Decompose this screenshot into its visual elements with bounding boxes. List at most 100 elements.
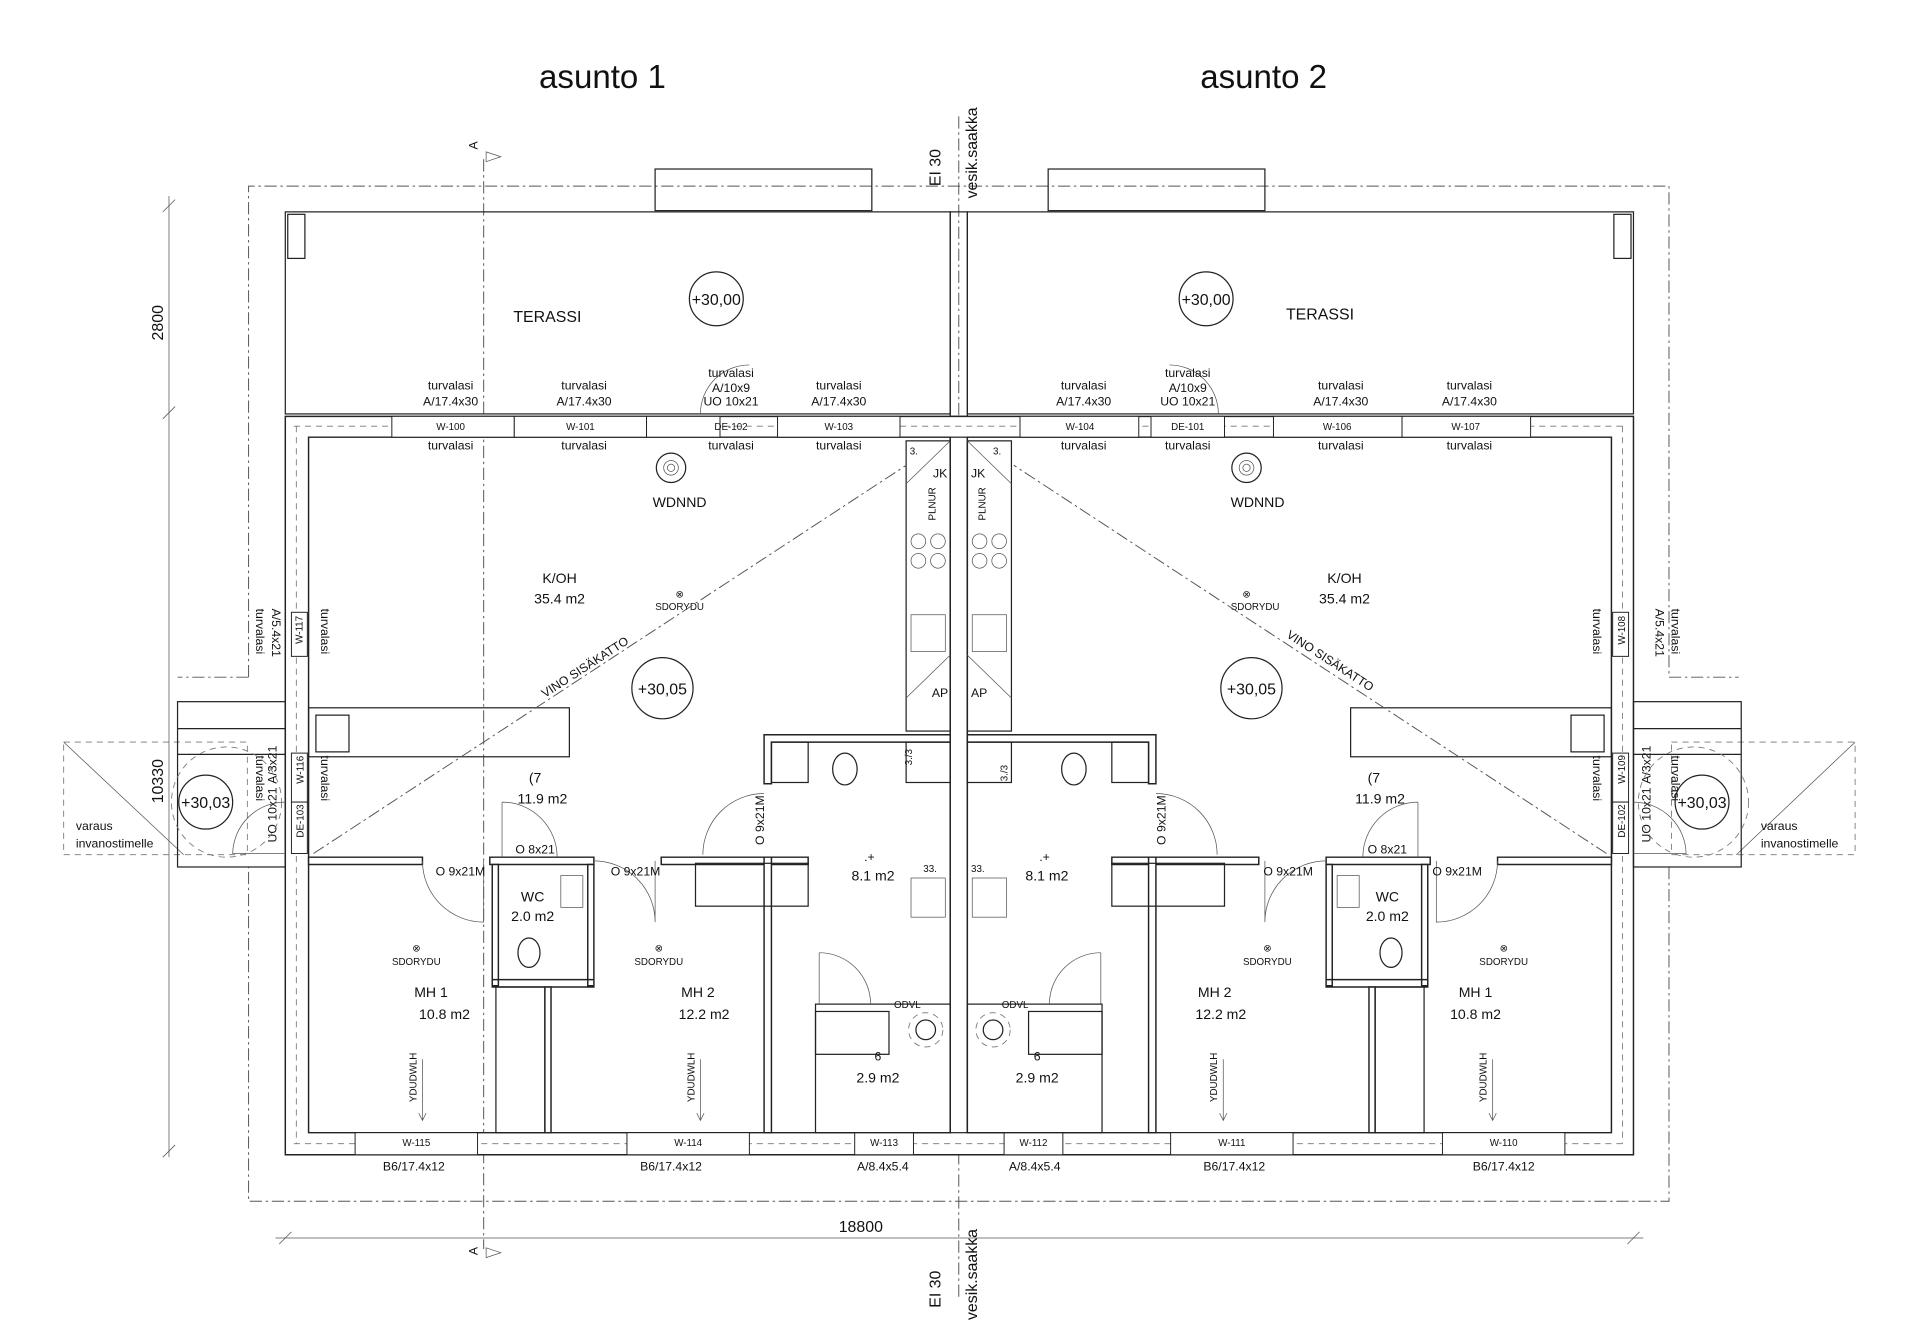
section-marker-bottom: A	[467, 1246, 481, 1255]
fireplace-icon	[655, 452, 1262, 484]
window-note: turvalasi	[1668, 609, 1682, 655]
sloped-ceiling-label-2: VINO SISÄKATTO	[1284, 628, 1376, 695]
section-arrow-icon	[485, 151, 502, 163]
lift-note-2: invanostimelle	[76, 836, 154, 850]
window-spec: A/10x9	[1169, 381, 1207, 395]
window-spec: A/17.4x30	[1056, 394, 1111, 408]
window-note: turvalasi	[1668, 756, 1682, 802]
level-marker	[1220, 656, 1283, 720]
smoke-detector-icon: ⊗	[1242, 590, 1250, 601]
window-spec: B6/17.4x12	[383, 1160, 445, 1174]
party-wall-top-label2: vesik.saakka	[964, 107, 981, 198]
window-spec: B6/17.4x12	[1473, 1160, 1535, 1174]
level-marker	[1674, 774, 1730, 830]
window-spec: A/8.4x5.4	[857, 1160, 909, 1174]
level-marker	[1178, 271, 1234, 327]
shower-label: 3./3	[904, 748, 915, 765]
door-id: DE-103	[296, 804, 307, 838]
room-name-mh1-1: MH 1	[414, 984, 448, 1000]
window-note: turvalasi	[708, 438, 754, 452]
room-name-living-1: K/OH	[542, 570, 576, 586]
door-label: O 8x21	[515, 843, 555, 857]
detector-label: SDORYDU	[1479, 957, 1528, 968]
window-id: W-101	[566, 422, 595, 433]
title-asunto-2: asunto 2	[1200, 59, 1327, 96]
section-marker-top: A	[467, 140, 481, 149]
door-label: O 9x21M	[1155, 795, 1169, 845]
room-area-mh1-1: 10.8 m2	[419, 1006, 470, 1022]
terrace-label-1: TERASSI	[513, 309, 581, 326]
window-note: turvalasi	[428, 378, 474, 392]
party-wall-top-label: EI 30	[927, 149, 944, 186]
utility-label: ODVL	[1002, 1000, 1029, 1011]
window-spec: A/17.4x30	[1442, 394, 1497, 408]
terrace-level-1: +30,00	[692, 292, 741, 309]
vent-label: YDUDWLH	[686, 1053, 697, 1102]
window-spec: A/3x21	[1640, 745, 1654, 783]
window-id: W-111	[1218, 1138, 1245, 1149]
window-note: turvalasi	[561, 438, 607, 452]
floor-drain-icon	[908, 1012, 1011, 1048]
detector-label: SDORYDU	[1231, 602, 1280, 613]
dimension-2800: 2800	[150, 305, 167, 341]
window-id: W-103	[824, 422, 853, 433]
door-id: DE-102	[1617, 804, 1628, 837]
kitchen-number: 3.	[993, 446, 1001, 457]
window-spec: A/17.4x30	[423, 394, 478, 408]
window-id: W-100	[436, 422, 465, 433]
utility-label: ODVL	[894, 1000, 921, 1011]
window-note: turvalasi	[428, 438, 474, 452]
room-name-wc-1: WC	[521, 888, 544, 904]
door-spec: UO 10x21	[266, 787, 280, 842]
window-id: W-107	[1451, 422, 1480, 433]
room-area-wc-2: 2.0 m2	[1366, 908, 1409, 924]
smoke-detector-icon: ⊗	[675, 590, 683, 601]
living-level-2: +30,05	[1227, 681, 1276, 698]
window-note: turvalasi	[253, 609, 267, 655]
entry-porch	[171, 701, 1750, 868]
window-spec: A/8.4x5.4	[1009, 1160, 1061, 1174]
detector-label: SDORYDU	[634, 957, 683, 968]
title-asunto-1: asunto 1	[539, 59, 666, 96]
window-id: W-116	[296, 755, 307, 783]
roof-outline	[63, 168, 1856, 1202]
door-label: O 8x21	[1368, 843, 1408, 857]
bath-number: 33.	[971, 864, 985, 875]
door-label: O 9x21M	[1432, 865, 1482, 879]
window-spec: A/17.4x30	[557, 394, 612, 408]
side-openings	[290, 611, 1630, 854]
dimension-lines	[162, 195, 1644, 1245]
window-note: turvalasi	[1318, 438, 1364, 452]
window-id: W-109	[1617, 755, 1628, 784]
window-labels-unit-2: turvalasi A/17.4x30 W-104 turvalasi turv…	[1056, 366, 1497, 452]
window-id: W-112	[1020, 1138, 1048, 1149]
top-windows	[391, 364, 1532, 438]
window-note: turvalasi	[318, 609, 332, 655]
window-note: turvalasi	[561, 378, 607, 392]
room-name-mh1-2: MH 1	[1459, 984, 1493, 1000]
dimension-18800: 18800	[839, 1219, 883, 1236]
detector-label: SDORYDU	[1243, 957, 1292, 968]
lift-note-1: varaus	[1761, 819, 1798, 833]
kitchen-plnur: PLNUR	[978, 487, 989, 520]
vent-label: YDUDWLH	[1479, 1053, 1490, 1102]
window-id: W-108	[1617, 615, 1628, 644]
lift-note-2: invanostimelle	[1761, 836, 1839, 850]
door-swings	[422, 793, 1498, 1005]
vent-label: YDUDWLH	[1209, 1053, 1220, 1102]
door-label: O 9x21M	[753, 795, 767, 845]
kitchen-plnur: PLNUR	[928, 487, 939, 520]
window-note: turvalasi	[253, 756, 267, 802]
window-note: turvalasi	[708, 366, 754, 380]
dimension-10330: 10330	[150, 759, 167, 803]
door-spec: UO 10x21	[703, 394, 758, 408]
room-name-utility-1: 6	[875, 1049, 882, 1063]
window-note: turvalasi	[1318, 378, 1364, 392]
smoke-detector-icon: ⊗	[412, 943, 420, 954]
door-id: DE-101	[1171, 422, 1204, 433]
room-area-mh1-2: 10.8 m2	[1450, 1006, 1501, 1022]
room-name-wc-2: WC	[1376, 888, 1399, 904]
entry-level-1: +30,03	[181, 795, 230, 812]
party-wall-bottom-label: EI 30	[927, 1271, 944, 1308]
door-id: DE-102	[714, 422, 747, 433]
